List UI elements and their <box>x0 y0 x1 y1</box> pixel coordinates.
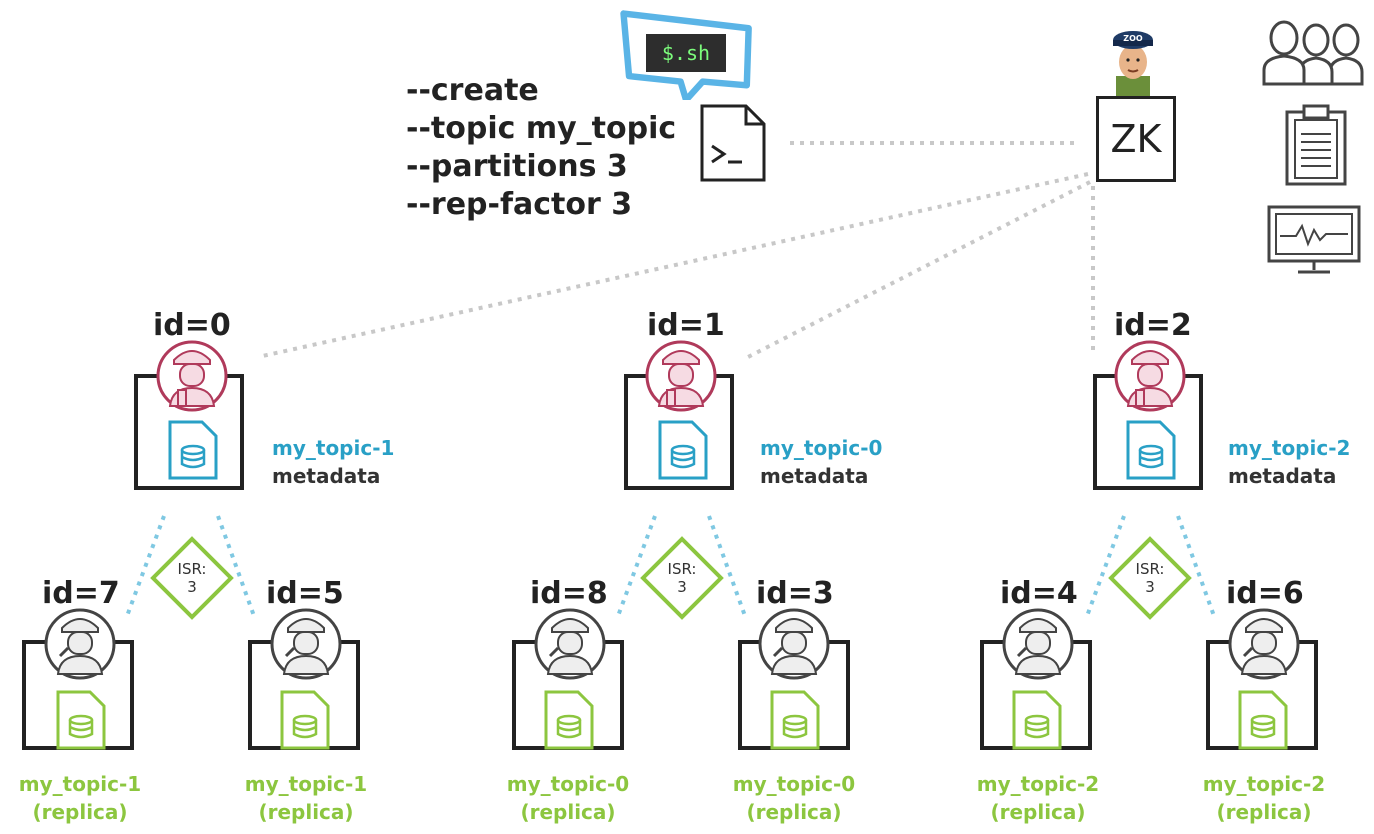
replica-note: (replica) <box>1216 800 1312 824</box>
replica-broker-avatar-icon <box>1002 608 1074 680</box>
database-file-icon <box>1238 690 1288 750</box>
replica-note: (replica) <box>520 800 616 824</box>
partition-topic: my_topic-2 <box>1228 436 1351 460</box>
replica-note: (replica) <box>32 800 128 824</box>
terminal-file-icon <box>700 104 766 182</box>
broker-id-label: id=1 <box>647 308 725 343</box>
link-zk-broker-1 <box>747 180 1091 359</box>
isr-label: ISR: 3 <box>150 560 234 596</box>
replica-topic: my_topic-1 <box>18 772 142 796</box>
database-file-icon <box>280 690 330 750</box>
isr-value: 3 <box>1145 578 1155 596</box>
replica-label: my_topic-1 (replica) <box>0 770 160 826</box>
isr-label: ISR: 3 <box>640 560 724 596</box>
replica-topic: my_topic-1 <box>244 772 368 796</box>
replica-broker-avatar-icon <box>1228 608 1300 680</box>
zookeeper-hat-text: ZOO <box>1123 34 1143 43</box>
replica-topic: my_topic-2 <box>976 772 1100 796</box>
link-broker1-replica8 <box>616 515 657 617</box>
replica-note: (replica) <box>990 800 1086 824</box>
replica-label: my_topic-0 (replica) <box>488 770 648 826</box>
replica-note: (replica) <box>746 800 842 824</box>
replica-broker-avatar-icon <box>270 608 342 680</box>
broker-id-label: id=2 <box>1114 308 1192 343</box>
leader-broker-avatar-icon <box>1114 340 1186 412</box>
partition-topic: my_topic-1 <box>272 436 395 460</box>
zookeeper-avatar-icon: ZOO <box>1113 31 1153 96</box>
link-broker0-replica7 <box>125 515 166 617</box>
isr-diamond-icon <box>150 536 234 620</box>
partition-metadata: metadata <box>1228 464 1337 488</box>
command-line: --rep-factor 3 <box>406 187 633 222</box>
link-zk-broker-0 <box>257 172 1089 359</box>
database-file-icon <box>770 690 820 750</box>
database-file-icon <box>56 690 106 750</box>
broker-id-label: id=7 <box>42 576 120 611</box>
command-arguments: --create --topic my_topic --partitions 3… <box>406 72 676 224</box>
database-file-icon <box>544 690 594 750</box>
isr-diamond-icon <box>640 536 724 620</box>
replica-topic: my_topic-0 <box>732 772 856 796</box>
replica-broker-avatar-icon <box>758 608 830 680</box>
replica-label: my_topic-2 (replica) <box>958 770 1118 826</box>
command-line: --partitions 3 <box>406 149 628 184</box>
partition-label: my_topic-2 metadata <box>1228 434 1350 490</box>
broker-id-label: id=8 <box>530 576 608 611</box>
leader-broker-avatar-icon <box>156 340 228 412</box>
script-label: $.sh <box>646 34 726 72</box>
partition-topic: my_topic-0 <box>760 436 883 460</box>
zookeeper-node: ZK <box>1096 96 1176 182</box>
monitor-icon <box>1267 205 1361 274</box>
isr-value: 3 <box>677 578 687 596</box>
partition-metadata: metadata <box>272 464 381 488</box>
command-line: --create <box>406 73 539 108</box>
command-line: --topic my_topic <box>406 111 677 146</box>
link-broker0-replica5 <box>216 515 256 617</box>
isr-title: ISR: <box>177 560 207 578</box>
leader-broker-avatar-icon <box>645 340 717 412</box>
clipboard-icon <box>1285 104 1347 186</box>
link-broker1-replica3 <box>707 515 747 617</box>
isr-value: 3 <box>187 578 197 596</box>
link-broker2-replica4 <box>1085 515 1126 617</box>
replica-label: my_topic-0 (replica) <box>714 770 874 826</box>
isr-diamond-icon <box>1108 536 1192 620</box>
database-file-icon <box>1012 690 1062 750</box>
isr-label: ISR: 3 <box>1108 560 1192 596</box>
partition-label: my_topic-0 metadata <box>760 434 882 490</box>
link-broker2-replica6 <box>1176 515 1216 617</box>
database-file-icon <box>168 420 218 480</box>
database-file-icon <box>1126 420 1176 480</box>
replica-label: my_topic-1 (replica) <box>226 770 386 826</box>
replica-broker-avatar-icon <box>534 608 606 680</box>
broker-id-label: id=3 <box>756 576 834 611</box>
isr-title: ISR: <box>1135 560 1165 578</box>
broker-id-label: id=0 <box>153 308 231 343</box>
replica-broker-avatar-icon <box>44 608 116 680</box>
broker-id-label: id=6 <box>1226 576 1304 611</box>
replica-note: (replica) <box>258 800 354 824</box>
replica-topic: my_topic-2 <box>1202 772 1326 796</box>
partition-metadata: metadata <box>760 464 869 488</box>
broker-id-label: id=4 <box>1000 576 1078 611</box>
replica-topic: my_topic-0 <box>506 772 630 796</box>
people-icon <box>1262 20 1364 86</box>
replica-label: my_topic-2 (replica) <box>1184 770 1344 826</box>
database-file-icon <box>658 420 708 480</box>
partition-label: my_topic-1 metadata <box>272 434 394 490</box>
broker-id-label: id=5 <box>266 576 344 611</box>
isr-title: ISR: <box>667 560 697 578</box>
